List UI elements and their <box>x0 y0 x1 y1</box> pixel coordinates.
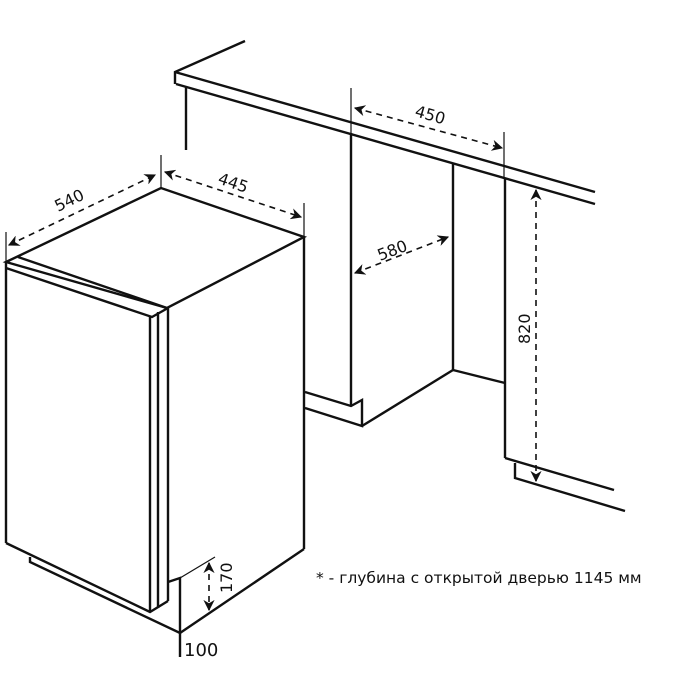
door-top-edge <box>17 255 168 310</box>
label-445: 445 <box>216 169 251 197</box>
appliance-drawing <box>2 155 308 657</box>
label-450: 450 <box>413 102 448 129</box>
label-170: 170 <box>217 562 236 593</box>
label-820: 820 <box>515 313 534 344</box>
door-bottom-edge <box>5 541 169 614</box>
label-580: 580 <box>375 236 410 265</box>
appliance-top <box>2 186 308 310</box>
plinth-corner <box>167 576 182 657</box>
plinth-step-right <box>504 456 615 492</box>
dimension-arrow-540 <box>7 174 157 246</box>
dimension-arrow-445 <box>163 169 303 220</box>
extension-line <box>179 556 216 579</box>
countertop-back-edge <box>173 39 246 84</box>
label-100: 100 <box>184 640 218 661</box>
plinth-step-left <box>304 390 364 428</box>
dimension-arrow-450 <box>353 105 504 151</box>
door-top-front <box>5 266 169 319</box>
dimension-arrow-580 <box>353 235 450 275</box>
footnote: * - глубина с открытой дверью 1145 мм <box>316 569 642 587</box>
label-540: 540 <box>51 185 87 215</box>
plinth-step-right-lower <box>513 463 626 513</box>
niche-floor-back <box>452 368 506 385</box>
niche-floor-left <box>361 368 454 428</box>
niche-drawing <box>173 39 626 513</box>
plinth-base <box>28 548 305 635</box>
